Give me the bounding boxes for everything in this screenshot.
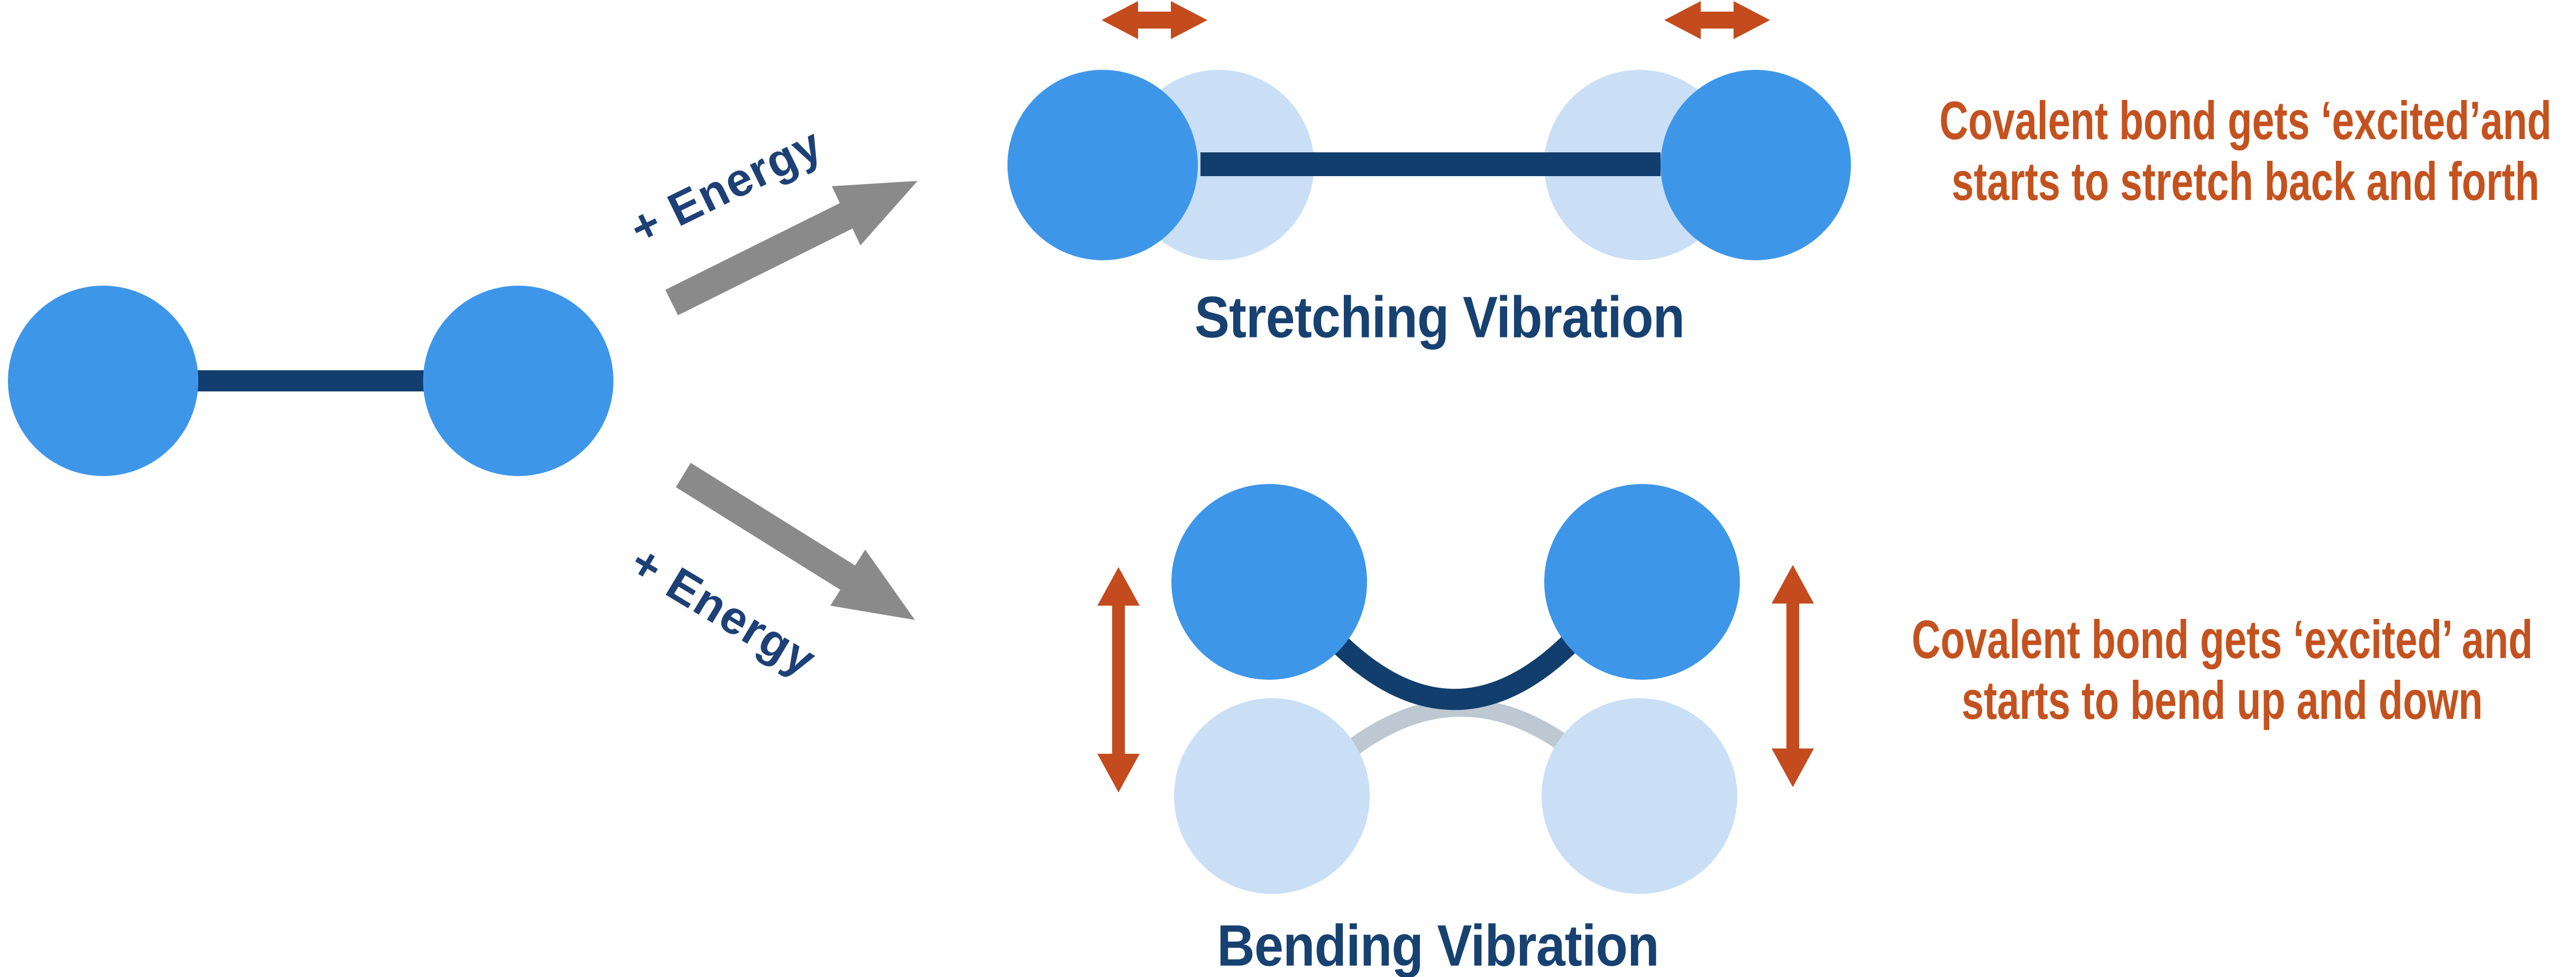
bending-caption: Covalent bond gets ‘excited’ and starts … xyxy=(1912,609,2533,732)
bend-arrow-right-icon xyxy=(1772,565,1814,787)
stretch-atom-left xyxy=(1007,70,1198,260)
bend-atom-right xyxy=(1544,484,1740,680)
stretch-bond xyxy=(1200,152,1661,176)
bend-ghost-atom-left xyxy=(1174,698,1370,894)
bend-ghost-bond xyxy=(1348,699,1568,754)
bending-caption-line2: starts to bend up and down xyxy=(1961,670,2483,731)
bending-molecule xyxy=(1097,484,1814,894)
stretching-caption: Covalent bond gets ‘excited’and starts t… xyxy=(1939,90,2552,213)
bend-bond xyxy=(1325,629,1581,710)
stretch-arrow-left-icon xyxy=(1102,1,1207,39)
bend-ghost-atom-right xyxy=(1542,698,1737,894)
energy-arrow-up-icon xyxy=(665,181,918,315)
bending-title: Bending Vibration xyxy=(1217,913,1659,977)
stretching-caption-line2: starts to stretch back and forth xyxy=(1951,151,2540,212)
ground-state-molecule xyxy=(8,286,613,476)
bend-atom-left xyxy=(1171,484,1367,680)
stretching-title: Stretching Vibration xyxy=(1194,285,1685,350)
bend-arrow-left-icon xyxy=(1097,567,1140,792)
stretch-arrow-right-icon xyxy=(1664,1,1770,39)
energy-arrow-down-icon xyxy=(676,463,915,620)
stretching-caption-line1: Covalent bond gets ‘excited’and xyxy=(1939,90,2552,151)
ground-atom-right xyxy=(423,286,613,476)
ground-atom-left xyxy=(8,286,198,476)
stretch-atom-right xyxy=(1661,70,1851,260)
bending-caption-line1: Covalent bond gets ‘excited’ and xyxy=(1911,609,2533,670)
stretching-molecule xyxy=(1007,1,1851,260)
